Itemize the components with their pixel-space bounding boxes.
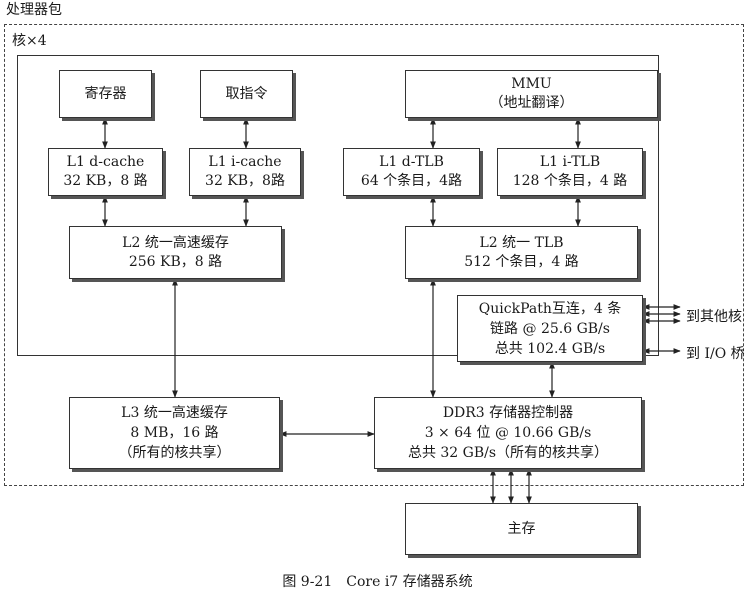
- processor-package: [4, 24, 744, 486]
- l2-unified-tlb-box: L2 统一 TLB 512 个条目，4 路: [405, 226, 638, 279]
- quickpath-interconnect-box: QuickPath互连，4 条 链路 @ 25.6 GB/s 总共 102.4 …: [457, 295, 643, 362]
- registers-box: 寄存器: [59, 70, 152, 118]
- l3-unified-cache-box: L3 统一高速缓存 8 MB，16 路 （所有的核共享）: [69, 397, 280, 469]
- to-io-bridge-label: 到 I/O 桥: [686, 346, 745, 362]
- l1-dcache-box: L1 d-cache 32 KB，8 路: [48, 148, 163, 196]
- l1-itlb-box: L1 i-TLB 128 个条目，4 路: [497, 148, 643, 196]
- l1-dtlb-box: L1 d-TLB 64 个条目，4路: [343, 148, 480, 196]
- figure-caption: 图 9-21 Core i7 存储器系统: [282, 574, 473, 590]
- package-label: 处理器包: [6, 2, 62, 18]
- main-memory-box: 主存: [405, 503, 638, 555]
- l1-icache-box: L1 i-cache 32 KB，8路: [189, 148, 301, 196]
- l2-unified-cache-box: L2 统一高速缓存 256 KB，8 路: [69, 226, 282, 279]
- core-group: [17, 55, 659, 356]
- core-label: 核×4: [12, 33, 47, 49]
- instruction-fetch-box: 取指令: [200, 70, 293, 118]
- ddr3-memory-controller-box: DDR3 存储器控制器 3 × 64 位 @ 10.66 GB/s 总共 32 …: [374, 397, 642, 469]
- to-other-cores-label: 到其他核: [686, 309, 742, 325]
- mmu-box: MMU （地址翻译）: [405, 70, 658, 118]
